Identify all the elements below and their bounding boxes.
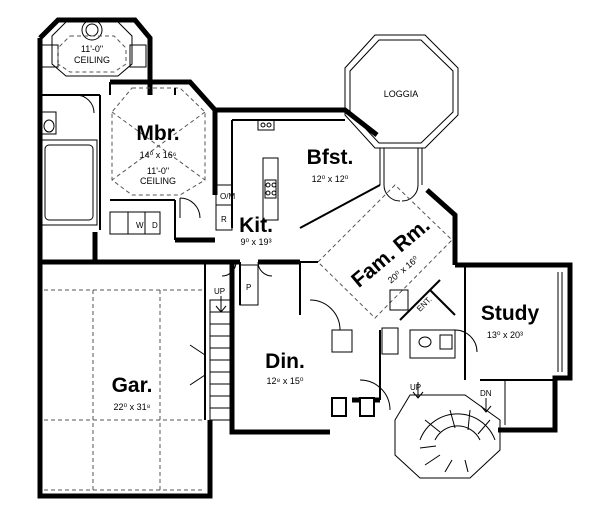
bath-ceiling-label-2: CEILING [74, 55, 110, 65]
exterior-walls [37, 17, 573, 499]
pantry-label: P [246, 283, 251, 292]
room-labels: 11'-0" CEILING Mbr. 14⁰ x 16⁶ 11'-0" CEI… [74, 44, 539, 412]
kitchen-breakfast [192, 119, 381, 306]
foyer-dn-label: DN [480, 389, 492, 398]
foyer-up-label: UP [410, 383, 421, 392]
foyer-stair [331, 330, 501, 479]
gar-room-name: Gar. [112, 374, 153, 397]
kit-room-name: Kit. [239, 214, 273, 237]
family-room [299, 184, 453, 355]
kit-room-dimensions: 9⁰ x 19³ [240, 237, 271, 247]
refrigerator-label: R [221, 215, 227, 224]
study-room-dimensions: 13⁰ x 20³ [487, 330, 523, 340]
entry-label: ENT. [415, 295, 434, 314]
washer-label: W [136, 221, 144, 230]
bath-ceiling-label-1: 11'-0" [81, 44, 103, 54]
dryer-label: D [152, 221, 158, 230]
study [454, 265, 563, 425]
study-room-name: Study [481, 302, 540, 325]
mbr-ceiling-label-2: CEILING [140, 176, 176, 186]
gar-room-dimensions: 22⁰ x 31⁸ [114, 402, 151, 412]
master-bedroom [109, 82, 206, 240]
mbr-ceiling-label-1: 11'-0" [147, 166, 169, 176]
fixture-labels: O/M R W D P UP UP DN ENT. [136, 192, 492, 398]
loggia-room-name: LOGGIA [384, 89, 419, 99]
master-bath [40, 19, 147, 230]
bfst-room-dimensions: 12⁰ x 12⁰ [312, 174, 349, 184]
kitchen-up-label: UP [214, 287, 225, 296]
garage-area [39, 262, 206, 496]
bfst-room-name: Bfst. [307, 146, 354, 169]
back-stairs [209, 296, 233, 421]
mbr-room-dimensions: 14⁰ x 16⁶ [140, 150, 177, 160]
din-room-name: Din. [265, 350, 305, 373]
loggia [344, 34, 459, 202]
mbr-room-name: Mbr. [136, 122, 179, 145]
entry-powder [399, 279, 456, 359]
din-room-dimensions: 12⁸ x 15⁰ [267, 376, 304, 386]
om-label: O/M [220, 192, 235, 201]
